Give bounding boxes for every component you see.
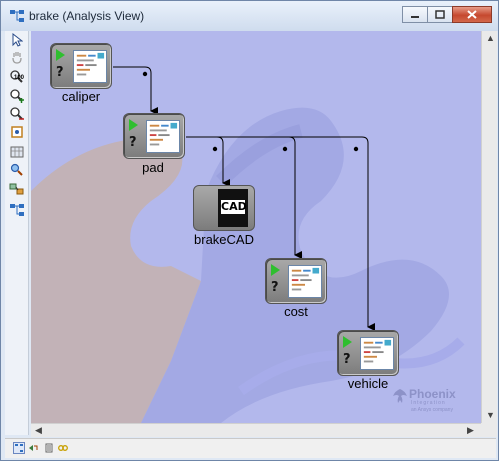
list-view-icon[interactable] (43, 442, 55, 454)
link-caliper-pad[interactable] (113, 66, 158, 115)
script-document-icon (360, 337, 394, 370)
pan-hand-icon (12, 52, 22, 64)
horizontal-scrollbar[interactable]: ◀ ▶ (31, 423, 481, 437)
run-play-icon (271, 264, 280, 276)
refresh-icon[interactable] (27, 442, 39, 454)
pan-tool-button[interactable] (8, 48, 26, 66)
zoom-out-icon (10, 107, 24, 120)
zoom-out-button[interactable] (8, 105, 26, 123)
maximize-button[interactable] (427, 6, 453, 23)
link-chain-icon[interactable] (57, 442, 69, 454)
scroll-right-icon[interactable]: ▶ (467, 425, 474, 435)
select-tool-button[interactable] (8, 31, 26, 49)
find-button[interactable] (8, 161, 26, 179)
zoom-100-label: 100 (14, 75, 25, 81)
link-icon (9, 183, 24, 195)
scroll-up-icon[interactable]: ▲ (486, 33, 495, 43)
unknown-status-icon: ? (129, 135, 137, 150)
zoom-in-icon (10, 89, 24, 103)
model-tree-icon[interactable] (13, 442, 25, 454)
node-vehicle[interactable]: ? (337, 330, 399, 376)
run-play-icon (343, 336, 352, 348)
node-label-vehicle: vehicle (347, 376, 389, 391)
scrollbar-corner (481, 423, 497, 437)
run-play-icon (129, 119, 138, 131)
maximize-icon (435, 10, 445, 19)
zoom-100-button[interactable] (8, 68, 26, 86)
grid-button[interactable] (8, 143, 26, 161)
tree-view-icon (10, 204, 24, 216)
model-tree-icon (10, 10, 24, 22)
select-arrow-icon (12, 33, 23, 47)
link-button[interactable] (8, 180, 26, 198)
scroll-down-icon[interactable]: ▼ (486, 410, 495, 420)
node-pad[interactable]: ? (123, 113, 185, 159)
scroll-left-icon[interactable]: ◀ (35, 425, 42, 435)
window-title: brake (Analysis View) (29, 9, 145, 23)
node-label-cost: cost (284, 304, 308, 319)
phoenix-bird-icon (393, 389, 407, 403)
analysis-canvas[interactable]: ? caliper ? pad CAD brake (31, 31, 481, 423)
left-toolbar: 100 (5, 31, 29, 435)
minimize-icon (411, 15, 419, 18)
connection-lines (113, 66, 375, 331)
logo-tagline: Integration (411, 400, 446, 406)
grid-icon (10, 146, 24, 158)
close-icon (467, 10, 477, 19)
node-label-caliper: caliper (61, 89, 101, 104)
unknown-status-icon: ? (343, 352, 351, 367)
node-caliper[interactable]: ? (50, 43, 112, 89)
close-button[interactable] (452, 6, 492, 23)
node-label-brakecad: brakeCAD (194, 232, 254, 247)
tree-view-button[interactable] (8, 201, 26, 219)
link-pad-vehicle[interactable] (186, 136, 375, 331)
node-brakecad[interactable]: CAD (193, 185, 255, 231)
node-label-pad: pad (142, 160, 164, 175)
script-document-icon (73, 50, 107, 83)
zoom-in-button[interactable] (8, 87, 26, 105)
logo-name: Phoenix (409, 387, 456, 401)
zoom-fit-icon (11, 126, 23, 138)
zoom-100-icon (10, 70, 23, 83)
minimize-button[interactable] (402, 6, 428, 23)
node-cost[interactable]: ? (265, 258, 327, 304)
vertical-scrollbar[interactable]: ▲ ▼ (481, 31, 497, 423)
search-icon (10, 163, 23, 176)
title-bar[interactable]: brake (Analysis View) (1, 1, 498, 31)
script-document-icon (288, 265, 322, 298)
logo-subline: an Ansys company (411, 407, 453, 413)
status-bar (5, 438, 496, 458)
unknown-status-icon: ? (271, 280, 279, 295)
script-document-icon (146, 120, 180, 153)
cad-badge: CAD (221, 200, 247, 214)
zoom-fit-button[interactable] (8, 123, 26, 141)
run-play-icon (56, 49, 65, 61)
unknown-status-icon: ? (56, 65, 64, 80)
